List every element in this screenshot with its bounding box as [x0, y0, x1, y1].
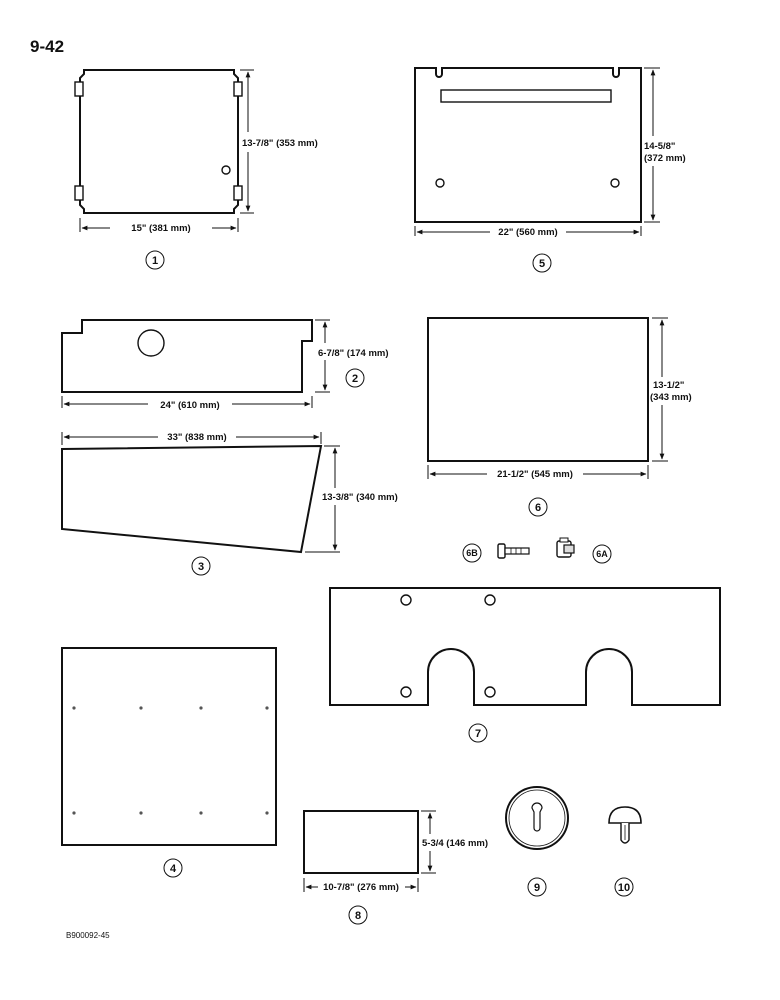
part-8-callout: [348, 905, 368, 925]
part-7-callout: [468, 723, 488, 743]
part-1-callout-label: 1: [152, 255, 158, 267]
part-5-callout-label: 5: [539, 258, 545, 270]
part-5-callout: [532, 253, 552, 273]
part-8-width-label: 10-7/8" (276 mm): [323, 882, 399, 893]
part-3-callout: [191, 556, 211, 576]
part-4: 4: [61, 647, 277, 878]
part-10-callout: [614, 877, 634, 897]
part-5-hole-right: [610, 178, 620, 188]
part-1: 15" (381 mm) 13-7/8" (353 mm) 1: [74, 69, 318, 270]
nut-icon: [556, 537, 575, 558]
part-1-width-label: 15" (381 mm): [131, 223, 190, 234]
figure-code: B900092-45: [66, 931, 110, 940]
part-7-hole-3: [400, 686, 412, 698]
part-3: 33" (838 mm) 13-3/8" (340 mm) 3: [61, 432, 398, 576]
part-4-callout-label: 4: [170, 863, 177, 875]
part-6b-callout: [462, 543, 482, 563]
part-2-panel: [61, 319, 313, 393]
part-7-hole-2: [484, 594, 496, 606]
part-5-panel: [414, 67, 642, 223]
part-5-height-label-2: (372 mm): [644, 153, 686, 164]
part-3-width-label: 33" (838 mm): [167, 432, 226, 443]
part-3-height-label: 13-3/8" (340 mm): [322, 492, 398, 503]
part-6a-callout: [592, 544, 612, 564]
part-4-callout: [163, 858, 183, 878]
part-7: 7: [329, 587, 721, 743]
part-5-hole-left: [435, 178, 445, 188]
part-2-width-label: 24" (610 mm): [160, 400, 219, 411]
part-1-hole: [221, 165, 231, 175]
part-6-height-label-2: (343 mm): [650, 392, 692, 403]
part-6-width-label: 21-1/2" (545 mm): [497, 469, 573, 480]
part-1-left-slot-top: [74, 81, 84, 97]
part-2-hole: [137, 329, 165, 357]
part-7-callout-label: 7: [475, 728, 481, 740]
push-fastener-icon: [608, 806, 642, 844]
part-5-height-label-1: 14-5/8": [644, 141, 675, 152]
part-6b-callout-label: 6B: [466, 548, 478, 558]
part-8-callout-label: 8: [355, 910, 361, 922]
part-3-callout-label: 3: [198, 561, 204, 573]
part-8: 10-7/8" (276 mm) 5-3/4 (146 mm) 8: [303, 810, 488, 925]
part-6-callout-label: 6: [535, 502, 541, 514]
part-8-height-label: 5-3/4 (146 mm): [422, 838, 488, 849]
part-6-height-label-1: 13-1/2": [653, 380, 684, 391]
part-6-panel: [427, 317, 649, 462]
part-1-right-slot-bottom: [233, 185, 243, 201]
part-2-callout-label: 2: [352, 373, 358, 385]
part-5-width-label: 22" (560 mm): [498, 227, 557, 238]
part-4-panel: [61, 647, 277, 846]
part-6a-callout-label: 6A: [596, 549, 608, 559]
part-7-panel: [329, 587, 721, 706]
part-2: 24" (610 mm) 6-7/8" (174 mm) 2: [61, 319, 389, 411]
part-1-left-slot-bottom: [74, 185, 84, 201]
part-8-panel: [303, 810, 419, 874]
round-cover-icon: [505, 786, 569, 850]
part-9: 9: [505, 786, 569, 897]
part-1-height-label: 13-7/8" (353 mm): [242, 138, 318, 149]
part-5-slot: [440, 89, 612, 103]
part-1-callout: [145, 250, 165, 270]
part-6: 21-1/2" (545 mm) 13-1/2" (343 mm) 6: [427, 317, 692, 517]
part-10: 10: [608, 806, 642, 897]
page-number: 9-42: [30, 37, 64, 56]
bolt-icon: [497, 543, 530, 559]
part-9-callout: [527, 877, 547, 897]
part-2-height-label: 6-7/8" (174 mm): [318, 348, 389, 359]
part-7-hole-1: [400, 594, 412, 606]
part-6b: 6B: [462, 543, 530, 563]
part-7-hole-4: [484, 686, 496, 698]
part-1-panel: [79, 69, 239, 214]
part-6a: 6A: [556, 537, 612, 564]
part-5: 22" (560 mm) 14-5/8" (372 mm) 5: [414, 67, 686, 273]
part-3-panel: [61, 444, 323, 554]
part-1-right-slot-top: [233, 81, 243, 97]
part-2-callout: [345, 368, 365, 388]
part-9-callout-label: 9: [534, 882, 540, 894]
part-10-callout-label: 10: [618, 882, 630, 894]
part-6-callout: [528, 497, 548, 517]
